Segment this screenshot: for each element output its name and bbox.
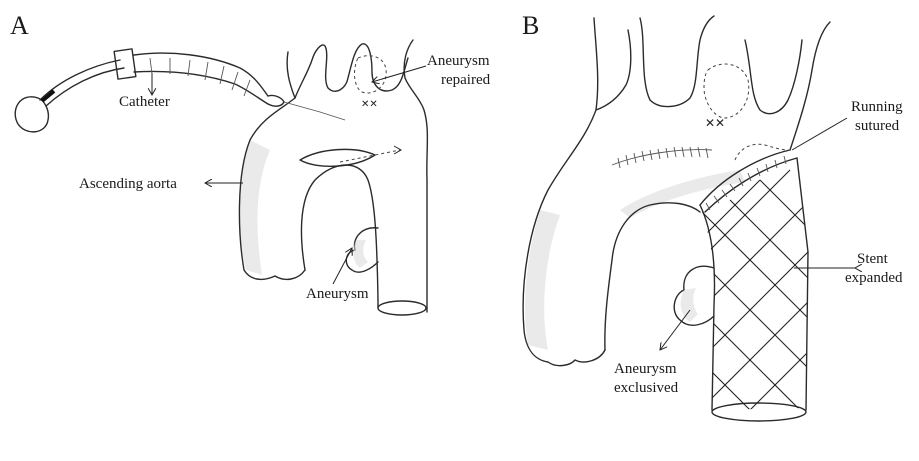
suture-crosses-b: ✕✕ [705,116,725,130]
catheter-device [15,49,345,132]
guide-wire [284,102,345,120]
label-ascending-aorta: Ascending aorta [79,176,177,192]
closed-incision [612,150,712,165]
label-aneurysm-repaired-line1: Aneurysm [427,53,490,69]
closed-incision-stitches [618,147,708,168]
label-aneurysm-exclusived-line2: exclusived [614,380,679,396]
labels-a: Catheter Ascending aorta Aneurysm repair… [79,53,491,302]
descending-outer-b [790,22,830,150]
arrow-aneurysm [333,248,352,284]
arrow-aneurysm-exclusived [660,310,690,350]
dashed-guide-a [340,150,400,162]
stent-graft-end [712,403,806,421]
label-running-sutured-line1: Running [851,99,903,115]
arrow-aneurysm-repaired [372,66,426,82]
aortic-arch-inner-a [301,165,378,300]
catheter-tip [268,95,284,106]
branch-vessels-a [295,44,408,98]
label-stent-expanded-line2: expanded [845,270,903,286]
stent-graft-outline [700,158,808,410]
catheter-hub [114,49,136,79]
label-catheter: Catheter [119,94,170,110]
label-aneurysm-repaired-line2: repaired [441,72,491,88]
suture-crosses-a: ✕✕ [361,99,378,110]
label-aneurysm-exclusived-line1: Aneurysm [614,361,677,377]
panel-b-letter: B [522,11,539,40]
arrow-running-sutured [792,118,847,150]
aorta-b: ✕✕ [523,16,830,421]
label-running-sutured-line2: sutured [855,118,900,134]
label-aneurysm: Aneurysm [306,286,369,302]
panel-a: A ✕✕ [10,11,491,315]
descending-aorta-a [378,40,427,312]
branch-vessels-b [596,16,802,114]
stent-mesh [700,170,810,420]
panel-b: B ✕✕ [522,11,903,421]
label-stent-expanded-line1: Stent [857,251,889,267]
repaired-sac-b [704,64,749,118]
aorta-a: ✕✕ [239,40,427,315]
descending-aorta-end-a [378,301,426,315]
panel-a-letter: A [10,11,29,40]
aortotomy-incision-a [300,149,375,166]
repaired-sac-a [355,56,387,93]
catheter-shaft [40,60,124,106]
